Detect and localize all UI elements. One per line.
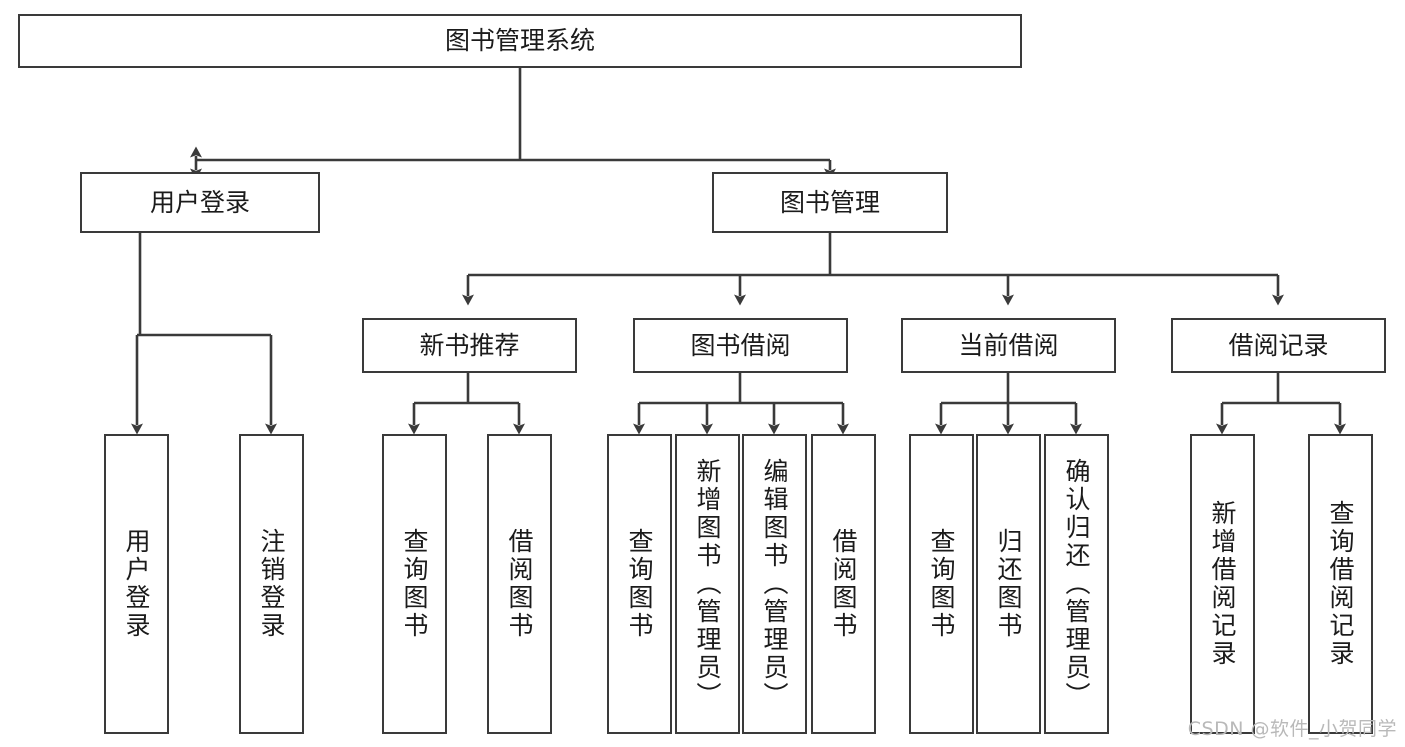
node-label: 查询图书 xyxy=(625,528,654,640)
node-label: 查询图书 xyxy=(400,528,429,640)
node-label: 图书管理系统 xyxy=(444,26,595,56)
leaf-logout-login[interactable]: 注销登录 xyxy=(239,434,304,734)
node-label: 确认归还（管理员） xyxy=(1062,458,1091,710)
csdn-watermark: CSDN @软件_小贺同学 xyxy=(1187,718,1397,740)
leaf-add-borrow-record[interactable]: 新增借阅记录 xyxy=(1190,434,1255,734)
leaf-borrow-book-recommend[interactable]: 借阅图书 xyxy=(487,434,552,734)
node-label: 新增图书（管理员） xyxy=(693,458,722,710)
node-label: 查询借阅记录 xyxy=(1326,500,1355,668)
node-label: 图书管理 xyxy=(779,187,880,217)
node-label: 新增借阅记录 xyxy=(1208,500,1237,668)
node-label: 当前借阅 xyxy=(958,330,1059,360)
leaf-query-book-current[interactable]: 查询图书 xyxy=(909,434,974,734)
leaf-confirm-return-admin[interactable]: 确认归还（管理员） xyxy=(1044,434,1109,734)
node-current-borrow[interactable]: 当前借阅 xyxy=(901,318,1116,373)
node-book-management[interactable]: 图书管理 xyxy=(712,172,948,233)
node-label: 用户登录 xyxy=(122,528,151,640)
node-label: 图书借阅 xyxy=(690,330,791,360)
node-label: 借阅记录 xyxy=(1228,330,1329,360)
leaf-add-book-admin[interactable]: 新增图书（管理员） xyxy=(675,434,740,734)
node-label: 借阅图书 xyxy=(505,528,534,640)
leaf-query-book-borrow[interactable]: 查询图书 xyxy=(607,434,672,734)
node-label: 归还图书 xyxy=(994,528,1023,640)
leaf-user-login[interactable]: 用户登录 xyxy=(104,434,169,734)
node-label: 用户登录 xyxy=(149,187,250,217)
node-label: 新书推荐 xyxy=(419,330,520,360)
node-borrow-record[interactable]: 借阅记录 xyxy=(1171,318,1386,373)
node-new-book-recommend[interactable]: 新书推荐 xyxy=(362,318,577,373)
leaf-return-book[interactable]: 归还图书 xyxy=(976,434,1041,734)
leaf-query-book-recommend[interactable]: 查询图书 xyxy=(382,434,447,734)
leaf-edit-book-admin[interactable]: 编辑图书（管理员） xyxy=(742,434,807,734)
node-label: 编辑图书（管理员） xyxy=(760,458,789,710)
node-label: 查询图书 xyxy=(927,528,956,640)
leaf-query-borrow-record[interactable]: 查询借阅记录 xyxy=(1308,434,1373,734)
node-book-management-system[interactable]: 图书管理系统 xyxy=(18,14,1022,68)
node-label: 借阅图书 xyxy=(829,528,858,640)
node-label: 注销登录 xyxy=(257,528,286,640)
node-book-borrow[interactable]: 图书借阅 xyxy=(633,318,848,373)
node-user-login[interactable]: 用户登录 xyxy=(80,172,320,233)
leaf-borrow-book[interactable]: 借阅图书 xyxy=(811,434,876,734)
